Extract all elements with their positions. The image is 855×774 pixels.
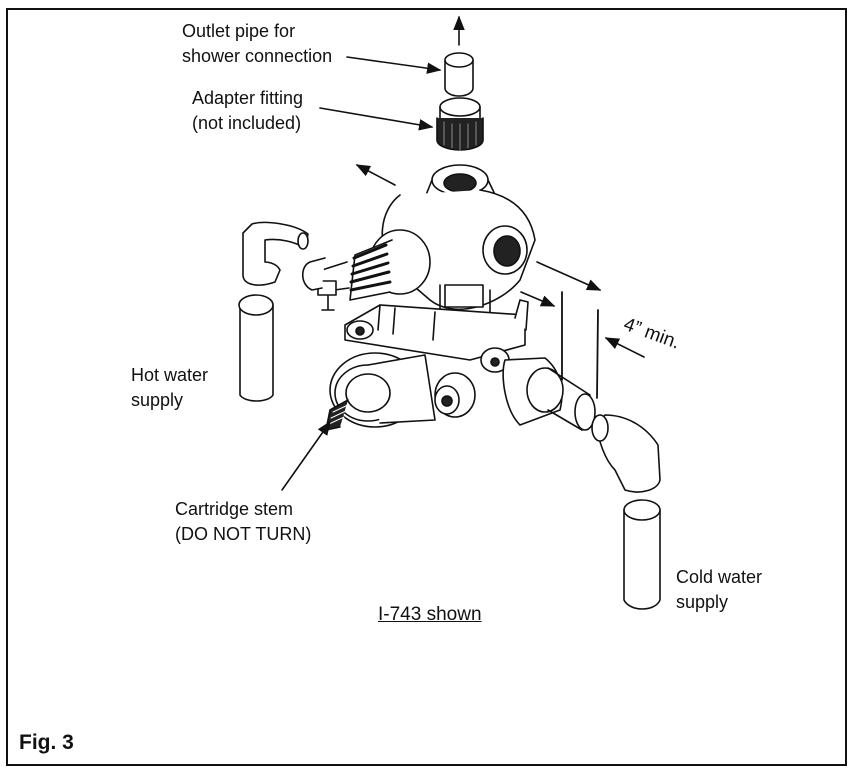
outlet-pipe bbox=[444, 52, 474, 97]
figure-frame bbox=[6, 8, 847, 766]
outlet-pipe-label: Outlet pipe for shower connection bbox=[182, 21, 333, 66]
adapter-leader bbox=[319, 107, 434, 131]
model-caption: I-743 shown bbox=[378, 604, 482, 625]
adapter-fitting-label: Adapter fitting (not included) bbox=[192, 88, 304, 133]
cold-water-label: Cold water supply bbox=[676, 567, 763, 612]
hot-water-pipes bbox=[238, 221, 309, 402]
adapter-fitting bbox=[436, 97, 484, 151]
dimension-lines bbox=[520, 261, 645, 399]
valve-body bbox=[301, 164, 596, 431]
figure-label: Fig. 3 bbox=[19, 731, 74, 754]
outlet-leader bbox=[346, 56, 442, 74]
cartridge-leader bbox=[281, 420, 331, 491]
cold-water-pipes bbox=[591, 414, 661, 610]
cartridge-stem-label: Cartridge stem (DO NOT TURN) bbox=[175, 499, 312, 544]
side-flow-arrow bbox=[355, 164, 396, 186]
hot-water-label: Hot water supply bbox=[131, 365, 209, 410]
